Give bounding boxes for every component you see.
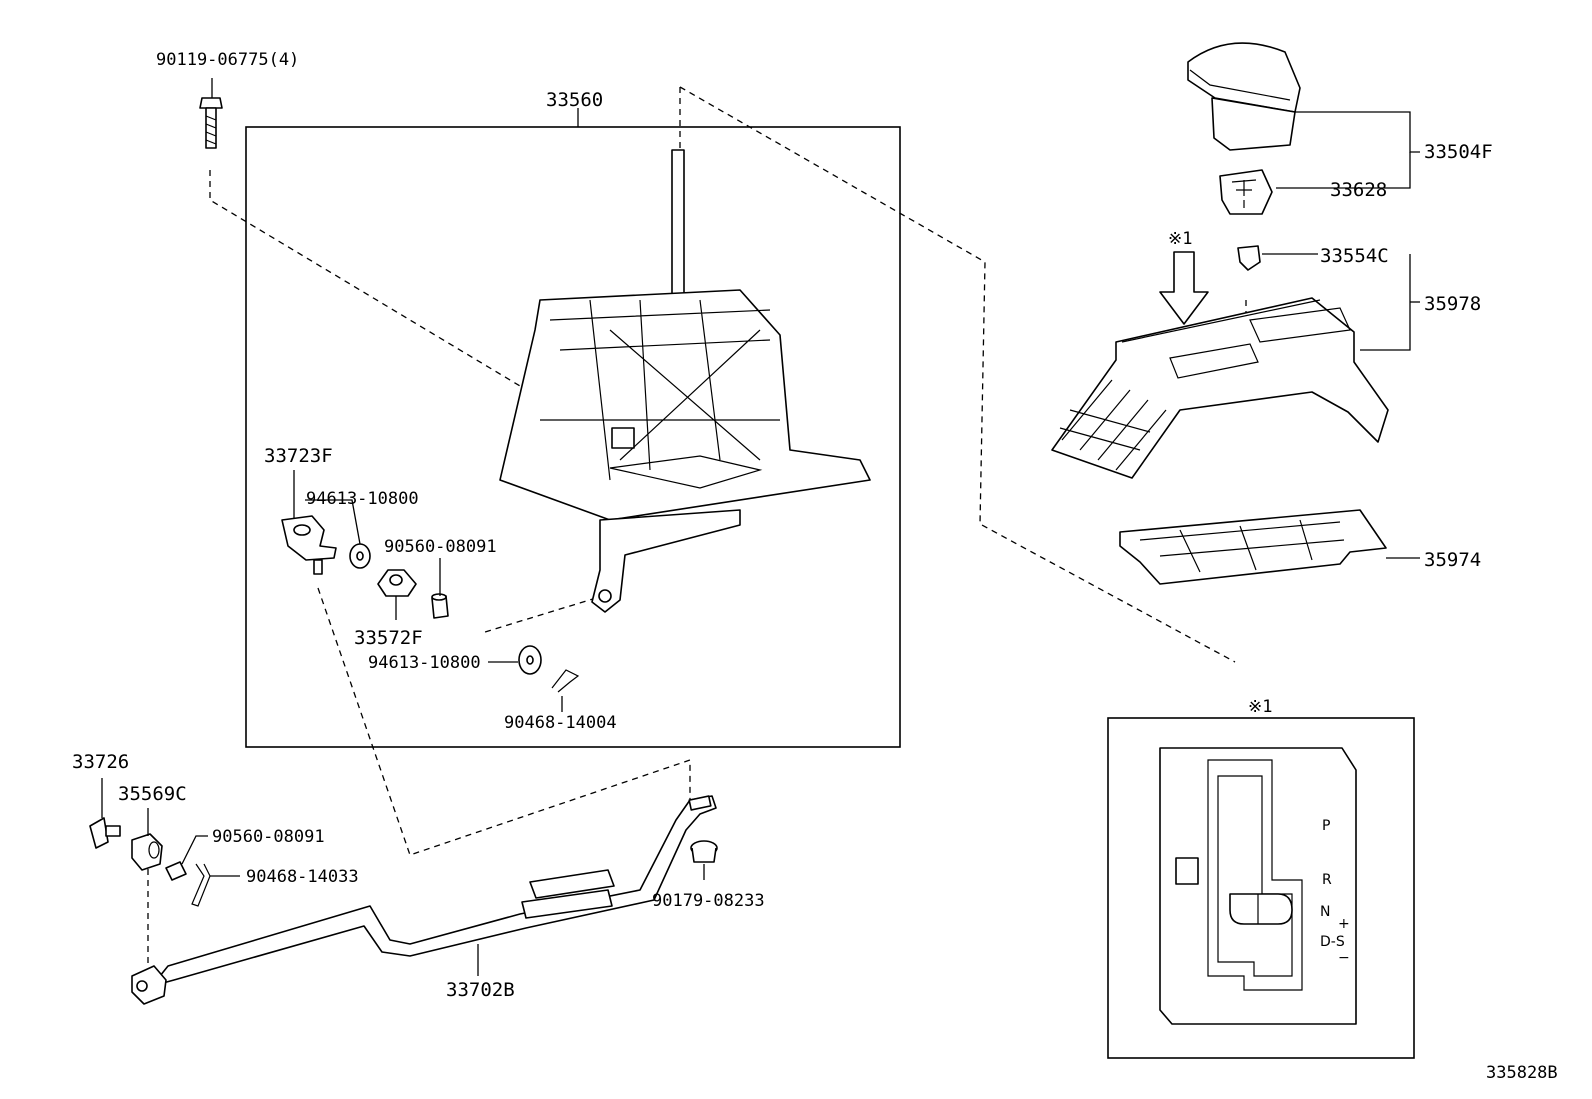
washer-icon [349,543,371,569]
assembly-frame [245,126,901,748]
reference-arrow-icon [1159,251,1209,325]
gate-p: P [1322,818,1330,834]
plate-icon [281,515,337,575]
gate-n: N [1320,904,1330,920]
bushing-icon [431,593,449,619]
gate-minus: − [1338,950,1350,966]
shift-lever-assembly-icon [499,149,871,613]
label-rod: 33702B [446,979,515,1001]
gate-plus: + [1338,916,1350,932]
label-bushing-b: 90560-08091 [212,827,325,847]
grommet-icon [690,840,718,863]
boot-icon [131,833,163,871]
clip-pin-icon [191,863,211,907]
label-washer-b: 94613-10800 [368,653,481,673]
bracket-icon [1119,509,1387,585]
shift-rod-icon [131,795,717,1005]
label-bezel: 35978 [1424,293,1481,315]
leader-lines [101,78,1420,976]
gate-ds: D-S [1320,934,1345,950]
label-pin: 33726 [72,751,129,773]
gate-labels: P R N + D-S − [1320,818,1350,966]
label-boot: 35569C [118,783,187,805]
label-bracket: 35974 [1424,549,1481,571]
label-knob-sub: 33504F [1424,141,1493,163]
shift-gate-icon [1159,747,1357,1025]
label-grommet: 90179-08233 [652,891,765,911]
label-bolt: 90119-06775(4) [156,50,299,70]
clip-icon [1237,245,1261,271]
label-assembly: 33560 [546,89,603,111]
bushing-icon [165,861,187,881]
label-clip-a: 90468-14004 [504,713,617,733]
washer-icon [518,645,542,675]
pin-icon [89,817,121,849]
label-washer-a: 94613-10800 [306,489,419,509]
label-retainer: 33572F [354,627,423,649]
bolt-icon [199,97,223,149]
figure-id: 335828B [1486,1063,1558,1083]
shift-bezel-icon [1051,297,1389,479]
gate-r: R [1322,872,1332,888]
retainer-icon [377,569,417,620]
label-plate: 33723F [264,445,333,467]
label-knob-insert: 33628 [1330,179,1387,201]
detail-frame [1107,717,1415,1059]
label-clip-b: 90468-14033 [246,867,359,887]
part-labels: 90119-06775(4) 33560 33504F 33628 ※1 335… [72,50,1558,1083]
label-clip: 33554C [1320,245,1389,267]
shift-knob-icon [1187,42,1301,215]
label-ref-mark: ※1 [1168,229,1192,249]
clip-pin-icon [551,669,580,693]
label-ref-mark-detail: ※1 [1248,697,1272,717]
label-bushing-a: 90560-08091 [384,537,497,557]
